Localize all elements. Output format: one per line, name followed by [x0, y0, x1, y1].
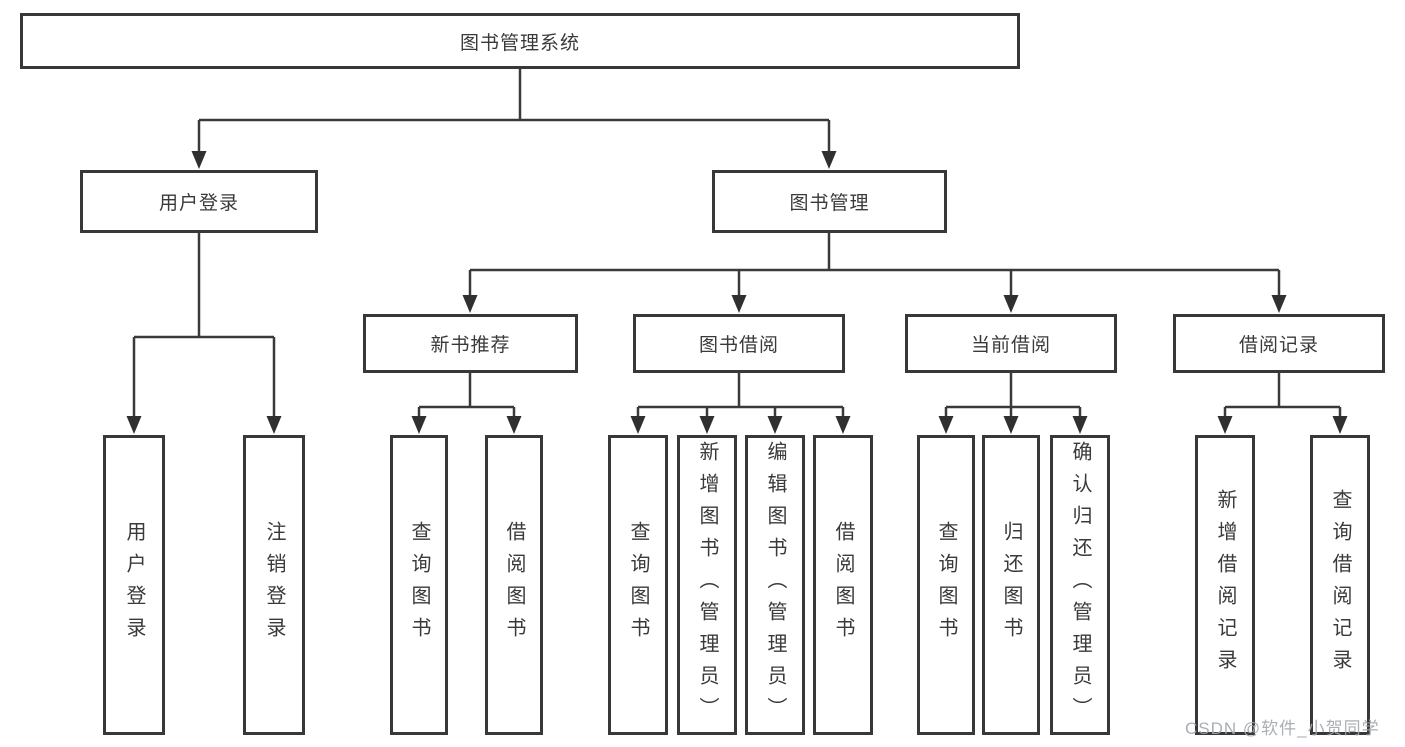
arrow-down-icon	[630, 416, 646, 434]
arrow-down-icon	[1003, 295, 1019, 313]
node-book-borrowing-label: 图书借阅	[698, 335, 779, 356]
node-book-management-label: 图书管理	[789, 193, 870, 214]
arrow-down-icon	[266, 416, 282, 434]
arrow-down-icon	[1217, 416, 1233, 434]
arrow-down-icon	[462, 295, 478, 313]
node-book-borrowing: 图书借阅	[633, 314, 845, 373]
arrow-down-icon	[506, 416, 522, 434]
arrow-down-icon	[1332, 416, 1348, 434]
node-new-book-recommend: 新书推荐	[363, 314, 578, 373]
leaf-query-books-2: 查询图书	[608, 435, 668, 735]
watermark: CSDN @软件_小贺同学	[1185, 719, 1380, 738]
connector-path	[468, 233, 1281, 297]
leaf-return-books: 归还图书	[982, 435, 1040, 735]
leaf-query-books-2-label: 查询图书	[627, 521, 649, 649]
leaf-query-books-1: 查询图书	[390, 435, 448, 735]
arrow-down-icon	[411, 416, 427, 434]
arrow-down-icon	[1271, 295, 1287, 313]
leaf-confirm-return-admin: 确认归还（管理员）	[1050, 435, 1110, 735]
node-user-login: 用户登录	[80, 170, 318, 233]
node-new-book-recommend-label: 新书推荐	[430, 335, 511, 356]
connector-path	[132, 233, 276, 418]
node-current-borrowing-label: 当前借阅	[970, 335, 1051, 356]
leaf-logout-login-label: 注销登录	[263, 521, 285, 649]
node-borrowing-records: 借阅记录	[1173, 314, 1385, 373]
leaf-add-book-admin-label: 新增图书（管理员）	[696, 441, 718, 729]
arrow-down-icon	[835, 416, 851, 434]
leaf-confirm-return-admin-label: 确认归还（管理员）	[1069, 441, 1091, 729]
arrow-down-icon	[731, 295, 747, 313]
leaf-return-books-label: 归还图书	[1000, 521, 1022, 649]
leaf-query-borrow-record: 查询借阅记录	[1310, 435, 1370, 735]
node-borrowing-records-label: 借阅记录	[1238, 335, 1319, 356]
node-book-management: 图书管理	[712, 170, 947, 233]
arrow-down-icon	[191, 151, 207, 169]
connector-path	[1223, 373, 1342, 418]
arrow-down-icon	[126, 416, 142, 434]
leaf-add-book-admin: 新增图书（管理员）	[677, 435, 737, 735]
leaf-borrow-books-2-label: 借阅图书	[832, 521, 854, 649]
arrow-down-icon	[1003, 416, 1019, 434]
leaf-edit-book-admin: 编辑图书（管理员）	[745, 435, 805, 735]
node-user-login-label: 用户登录	[158, 193, 239, 214]
arrow-down-icon	[699, 416, 715, 434]
leaf-borrow-books-1: 借阅图书	[485, 435, 543, 735]
leaf-borrow-books-1-label: 借阅图书	[503, 521, 525, 649]
node-root: 图书管理系统	[20, 13, 1020, 69]
leaf-logout-login: 注销登录	[243, 435, 305, 735]
leaf-query-books-3-label: 查询图书	[935, 521, 957, 649]
connector-path	[197, 68, 831, 152]
connector-path	[636, 373, 845, 418]
arrow-down-icon	[938, 416, 954, 434]
leaf-user-login: 用户登录	[103, 435, 165, 735]
leaf-edit-book-admin-label: 编辑图书（管理员）	[764, 441, 786, 729]
node-root-label: 图书管理系统	[459, 32, 580, 54]
connector-path	[944, 373, 1082, 418]
arrow-down-icon	[1072, 416, 1088, 434]
connector-path	[417, 373, 516, 418]
leaf-borrow-books-2: 借阅图书	[813, 435, 873, 735]
leaf-add-borrow-record-label: 新增借阅记录	[1214, 489, 1236, 681]
leaf-query-borrow-record-label: 查询借阅记录	[1329, 489, 1351, 681]
arrow-down-icon	[767, 416, 783, 434]
arrow-down-icon	[821, 151, 837, 169]
node-current-borrowing: 当前借阅	[905, 314, 1117, 373]
leaf-add-borrow-record: 新增借阅记录	[1195, 435, 1255, 735]
leaf-query-books-3: 查询图书	[917, 435, 975, 735]
leaf-query-books-1-label: 查询图书	[408, 521, 430, 649]
leaf-user-login-label: 用户登录	[123, 521, 145, 649]
